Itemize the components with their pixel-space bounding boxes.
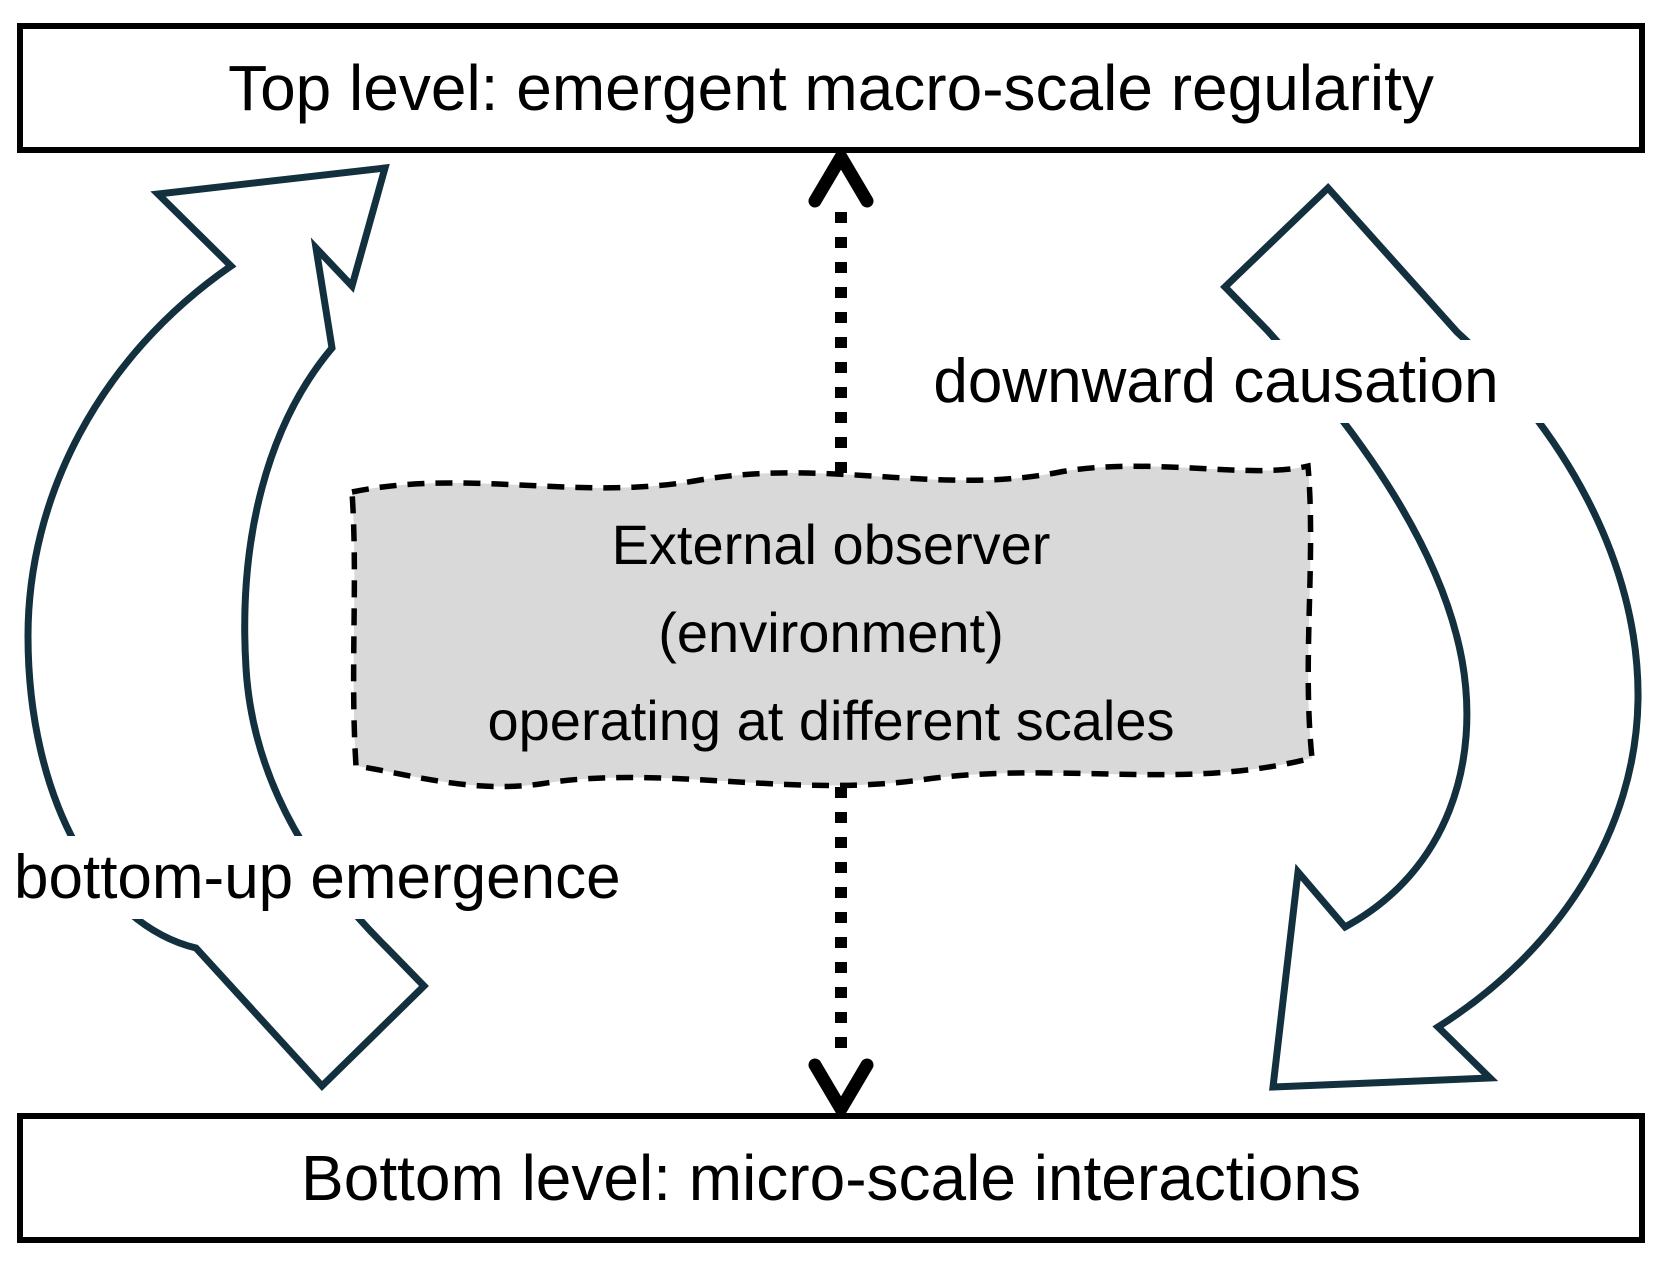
bottom-level-box: Bottom level: micro-scale interactions <box>17 1113 1645 1243</box>
observer-line-3: operating at different scales <box>487 689 1175 752</box>
top-level-box: Top level: emergent macro-scale regulari… <box>17 23 1645 153</box>
up-arrowhead-icon <box>808 150 874 208</box>
down-arrowhead-icon <box>808 1058 874 1116</box>
external-observer-text: External observer (environment) operatin… <box>352 492 1310 774</box>
observer-line-2: (environment) <box>658 601 1004 664</box>
external-observer-box <box>349 462 1315 790</box>
downward-causation-label: downward causation <box>862 340 1570 424</box>
observer-line-1: External observer <box>611 513 1051 576</box>
vertical-double-arrow <box>808 150 874 1116</box>
downward-curved-arrow <box>1220 182 1642 1091</box>
bottom-up-emergence-label: bottom-up emergence <box>4 836 766 920</box>
